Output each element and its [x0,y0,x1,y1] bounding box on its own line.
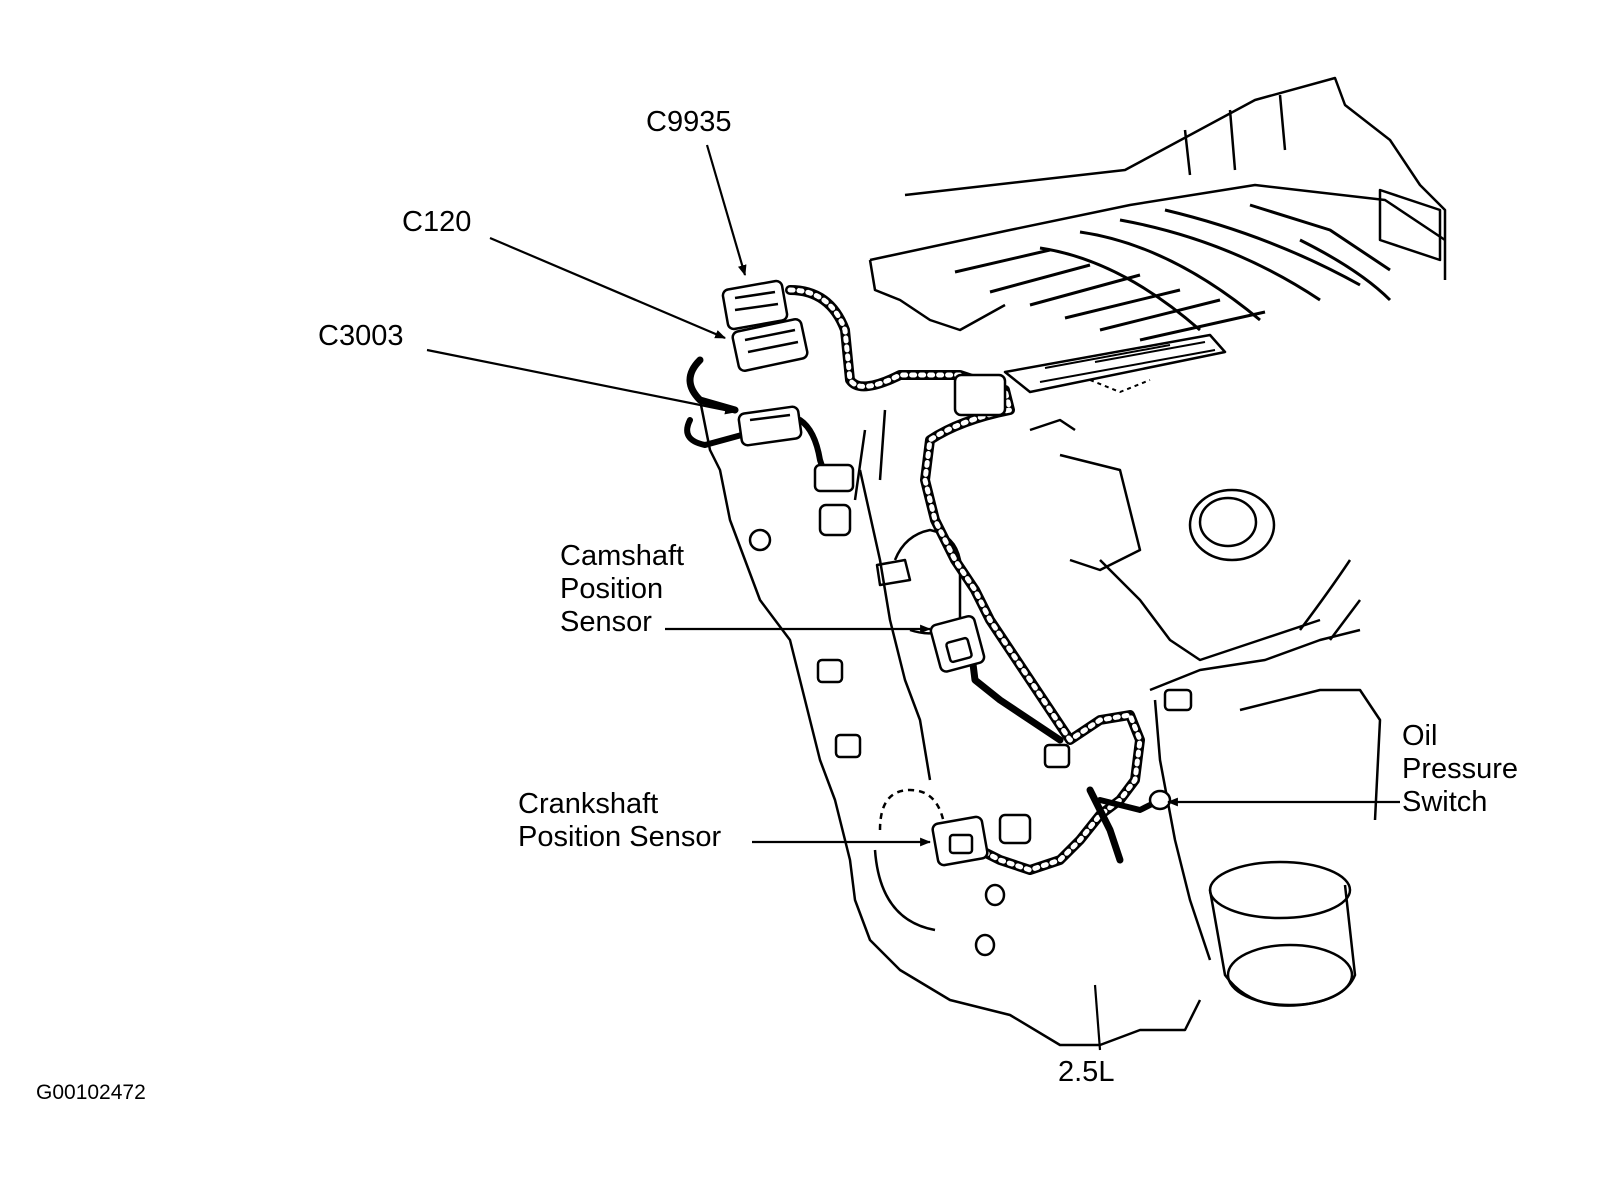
harness-clip-icon [1043,743,1071,769]
wiring-harness [684,285,1163,875]
leader-lines [426,144,1400,1051]
c9935-connector-icon [721,279,789,331]
engine-size-label: 2.5L [1058,1056,1115,1088]
c9935-label: C9935 [646,106,732,138]
harness-bracket-icon [1163,688,1193,712]
connectors [721,279,1193,867]
c3003-connector-icon [737,405,803,447]
c9935-leader [705,144,747,277]
crankshaft-position-sensor-label: Crankshaft Position Sensor [518,788,722,853]
crank-boss-connector-icon [998,813,1032,845]
c120-label: C120 [402,206,472,238]
c120-leader [489,236,727,340]
engine-leader [1093,984,1102,1051]
c3003-leader [426,348,737,415]
harness-connector-icon [953,373,1007,417]
camshaft-sensor-connector-icon [929,614,986,673]
c3003-label: C3003 [318,320,404,352]
c120-connector-icon [731,318,809,372]
small-connector-icon [813,463,855,493]
oil-pressure-switch-icon [1148,789,1172,811]
crankshaft-sensor-connector-icon [931,815,989,867]
figure-id: G00102472 [36,1081,146,1104]
camshaft-position-sensor-label: Camshaft Position Sensor [560,540,685,638]
engine-block-drawing [698,76,1447,1047]
oil-pressure-switch-label: Oil Pressure Switch [1402,720,1519,818]
